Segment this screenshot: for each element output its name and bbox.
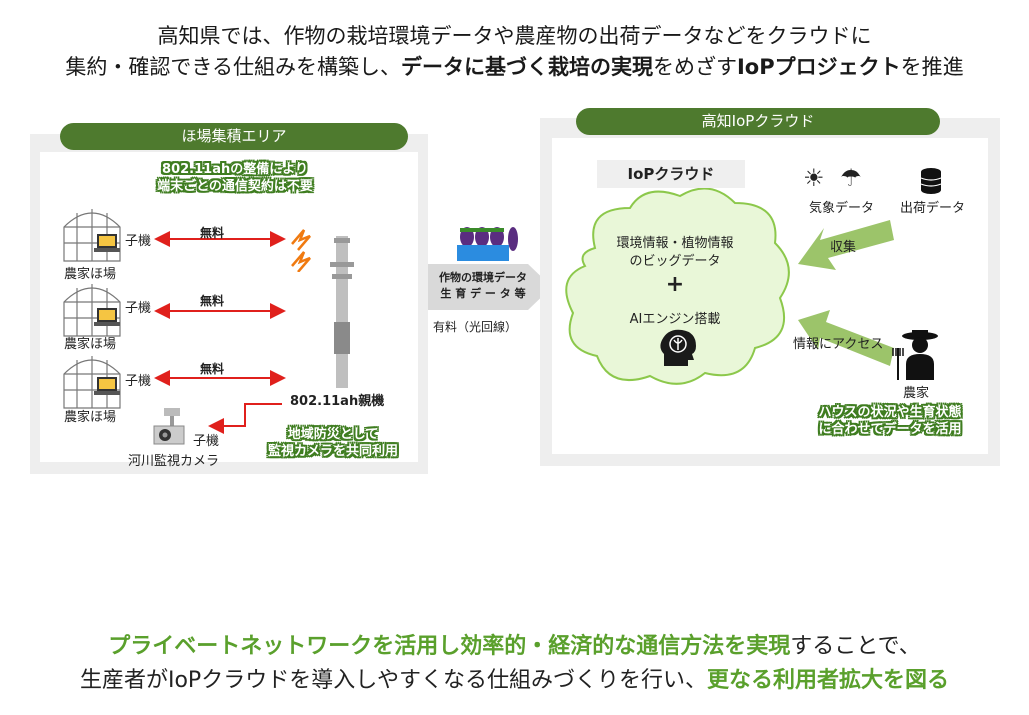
cloud-line-1: 環境情報・植物情報 [616,236,734,251]
header-line2-bold1: データに基づく栽培の実現 [400,55,653,79]
farmer-icon [892,330,938,380]
ai-brain-icon [660,329,696,366]
data-arrow-text: 作物の環境データ 生 育 デ ー タ 等 [439,271,527,300]
header-line-1: 高知県では、作物の栽培環境データや農産物の出荷データなどをクラウドに [157,24,872,48]
cloud-plus: + [665,272,685,297]
ai-label: AIエンジン搭載 [629,312,721,327]
vegetables-icon [457,227,518,261]
left-panel-title: ほ場集積エリア [60,123,408,150]
footer-line1-green: プライベートネットワークを活用し効率的・経済的な通信方法を実現 [108,634,791,659]
paid-label: 有料（光回線） [433,320,518,334]
farmer-label: 農家 [903,386,930,401]
header-line2-bold2: IoPプロジェクト [736,55,901,79]
access-label: 情報にアクセス [793,337,884,352]
free-label-1: 無料 [200,226,225,240]
header-line2-post: を推進 [900,55,964,79]
camera-label: 河川監視カメラ [128,454,220,469]
greenhouse-icon-1 [63,209,121,262]
cloud-title: IoPクラウド [597,160,745,188]
greenhouse-icon-2 [63,284,121,337]
callout-bottom: 地域防災として 監視カメラを共同利用 [267,427,398,459]
laptop-icon-2 [94,308,120,326]
collect-label: 収集 [830,240,857,255]
header-line2-mid: をめざす [652,55,737,79]
weather-label: 気象データ [809,201,875,216]
free-label-2: 無料 [200,294,225,308]
cloud-shape [565,187,790,385]
footer-line-1: プライベートネットワークを活用し効率的・経済的な通信方法を実現することで、 [0,628,1029,660]
child-label-3: 子機 [125,374,152,389]
header-line2-pre: 集約・確認できる仕組みを構築し、 [65,55,401,79]
free-label-3: 無料 [200,362,225,376]
base-station-label: 802.11ah親機 [290,394,385,409]
footer-line2-pre: 生産者がIoPクラウドを導入しやすくなる仕組みづくりを行い、 [79,668,707,693]
right-panel-title: 高知IoPクラウド [576,108,940,135]
data-arrow [428,264,552,310]
database-icon [920,168,942,194]
farm-label-2: 農家ほ場 [64,337,117,352]
umbrella-icon: ☂ [840,164,862,192]
footer-line2-green: 更なる利用者拡大を図る [706,668,949,693]
camera-icon [153,408,185,445]
child-label-1: 子機 [125,234,152,249]
farm-label-3: 農家ほ場 [64,410,117,425]
header-line-2: 集約・確認できる仕組みを構築し、データに基づく栽培の実現をめざすIoPプロジェク… [0,51,1029,81]
callout-top: 802.11ahの整備により 端末ごとの通信契約は不要 [157,162,313,194]
sun-icon: ☀ [803,164,825,192]
shipping-label: 出荷データ [900,201,966,216]
laptop-icon-3 [94,377,120,395]
footer-line1-rest: することで、 [790,634,921,659]
child-label-2: 子機 [125,301,152,316]
farm-label-1: 農家ほ場 [64,267,117,282]
antenna-tower-icon [330,236,354,388]
footer-line-2: 生産者がIoPクラウドを導入しやすくなる仕組みづくりを行い、更なる利用者拡大を図… [0,662,1029,694]
laptop-icon-1 [94,234,120,252]
signal-icon [291,229,311,272]
callout-right: ハウスの状況や生育状態 に合わせてデータを活用 [818,405,962,437]
green-arrows [798,220,894,366]
cloud-line-2: のビッグデータ [629,254,721,269]
child-label-camera: 子機 [193,434,220,449]
